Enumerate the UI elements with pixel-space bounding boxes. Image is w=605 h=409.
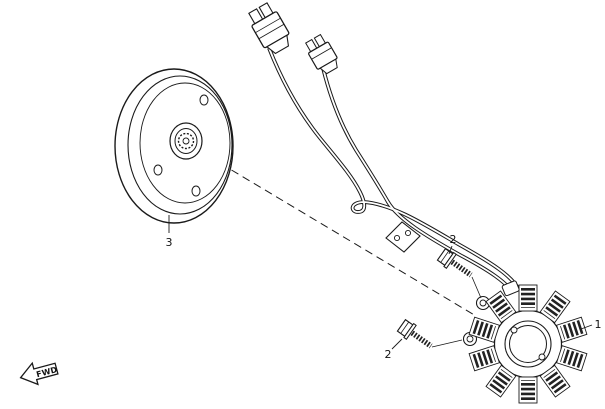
connector-seam: [255, 17, 281, 34]
callout-3-number: 3: [166, 236, 173, 249]
fwd-arrow-icon: [19, 361, 59, 386]
stator-wire-grommet: [501, 280, 520, 297]
assembly-axis-line: [197, 149, 477, 317]
callout-2-upper-leader: [448, 245, 453, 255]
fwd-indicator: FWD: [19, 361, 59, 386]
bolt-thread: [450, 259, 473, 278]
stator-face-screw: [538, 353, 546, 361]
bolt-lower-leader: [431, 339, 463, 348]
bolt-head-facet: [400, 321, 410, 334]
stator-bolt-lower: [396, 318, 433, 349]
bolt-washer: [403, 322, 417, 340]
stator-ear-left-hole: [466, 335, 474, 343]
callout-1: 1: [580, 318, 602, 331]
connector-boot: [265, 34, 290, 55]
stator-ear-upper-hole: [479, 299, 487, 307]
flywheel-rotor: [114, 68, 234, 224]
callout-2-lower-number: 2: [385, 348, 392, 361]
stator-coil-poles: [468, 284, 588, 404]
callout-3: 3: [166, 215, 173, 249]
bolt-head-facet: [440, 250, 450, 263]
callout-2-lower-leader: [391, 338, 403, 350]
callout-2-upper-number: 2: [450, 233, 457, 246]
bracket-hole: [393, 234, 401, 242]
rotor-hole-top: [199, 94, 209, 106]
callout-1-leader: [580, 324, 593, 330]
stator-center-hole: [509, 325, 547, 363]
stator-assembly: [462, 280, 588, 404]
bolt-upper-leader: [471, 276, 482, 299]
bolt-washer: [443, 251, 457, 269]
wire-connector-small: [305, 33, 338, 75]
bolt-thread: [410, 330, 433, 349]
callout-1-number: 1: [595, 318, 602, 331]
stator-face-screw: [510, 326, 518, 334]
rotor-hole-left: [153, 164, 163, 176]
wire-clamp-bracket: [385, 221, 421, 253]
wiring-harness: [267, 47, 521, 295]
rotor-spline-center: [182, 137, 190, 145]
connector-seam: [311, 47, 332, 60]
callout-2-upper: 2: [448, 233, 457, 255]
bracket-hole: [404, 229, 412, 237]
connector-seam: [258, 23, 285, 40]
wire-a-core: [268, 47, 520, 291]
rotor-hole-bottom: [191, 185, 201, 197]
wire-connector-large: [248, 2, 290, 55]
wire-b-core: [322, 67, 514, 294]
callout-2-lower: 2: [385, 338, 403, 361]
wire-a: [267, 47, 521, 291]
connector-boot: [319, 58, 338, 75]
bracket-plate: [385, 221, 421, 253]
